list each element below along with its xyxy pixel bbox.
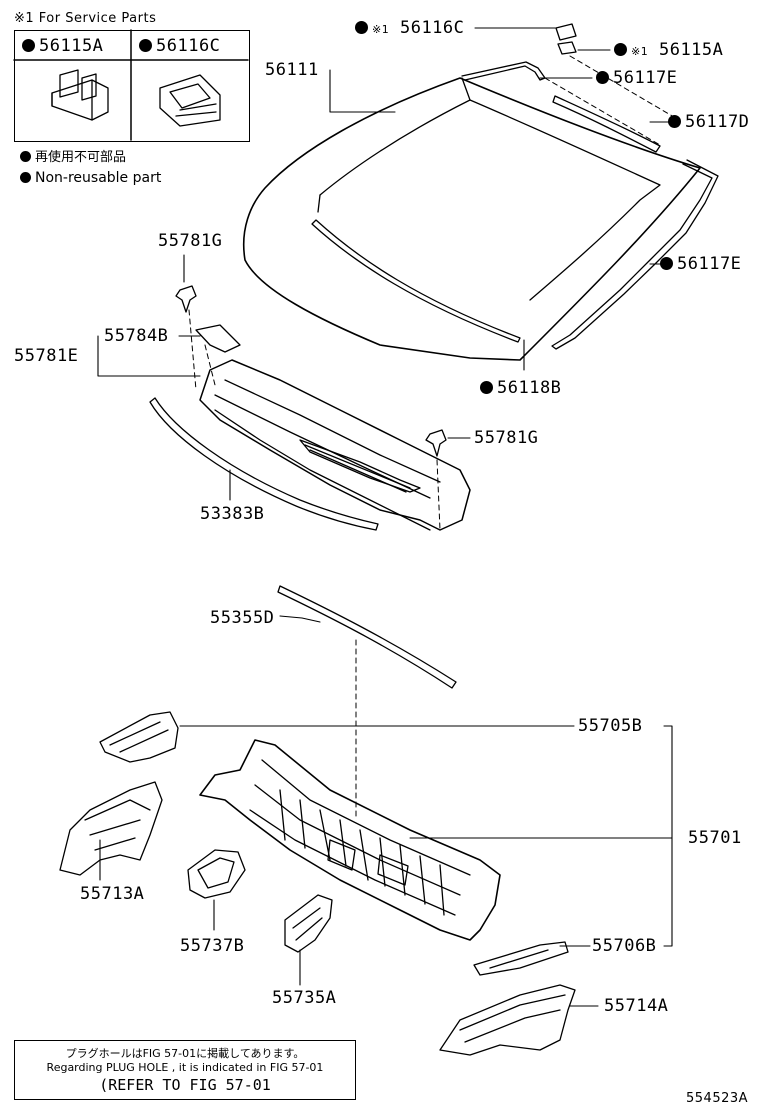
non-reusable-dot-icon	[20, 172, 31, 183]
label-55735a[interactable]: 55735A	[272, 988, 337, 1008]
windshield-glass-drawing	[242, 77, 701, 361]
inset-part-56115a: 56115A	[22, 38, 103, 55]
figure-code: 554523A	[686, 1091, 749, 1106]
reference-english: Regarding PLUG HOLE , it is indicated in…	[46, 1061, 324, 1074]
seal-55355d-drawing	[277, 585, 457, 689]
legend-japanese: 再使用不可部品	[20, 151, 126, 164]
dash-panel-55701-drawing	[199, 739, 501, 941]
label-55355d[interactable]: 55355D	[210, 608, 275, 628]
label-55714a[interactable]: 55714A	[604, 996, 669, 1016]
service-parts-inset	[14, 30, 250, 142]
panel-55737b-drawing	[187, 849, 246, 899]
non-reusable-dot-icon	[480, 381, 493, 394]
inset-part-56116c: 56116C	[139, 38, 220, 55]
label-55713a[interactable]: 55713A	[80, 884, 145, 904]
label-56118b[interactable]: 56118B	[480, 380, 561, 397]
clip-56115a-drawing	[51, 69, 109, 121]
reference-japanese: プラグホールはFIG 57-01に掲載してあります。	[65, 1047, 305, 1060]
non-reusable-dot-icon	[614, 43, 627, 56]
non-reusable-dot-icon	[355, 21, 368, 34]
non-reusable-dot-icon	[660, 257, 673, 270]
non-reusable-dot-icon	[668, 115, 681, 128]
seal-53383b-drawing	[149, 397, 379, 531]
label-55781e[interactable]: 55781E	[14, 346, 79, 366]
leader-lines	[97, 27, 681, 1007]
reference-box: プラグホールはFIG 57-01に掲載してあります。 Regarding PLU…	[14, 1040, 356, 1100]
bracket-55706b-drawing	[473, 941, 569, 976]
label-55781g-right[interactable]: 55781G	[474, 428, 539, 448]
label-56117e-top[interactable]: 56117E	[596, 70, 677, 87]
label-55701[interactable]: 55701	[688, 828, 742, 848]
service-parts-note: ※1 For Service Parts	[14, 11, 157, 26]
clip-56116c-small-drawing	[555, 23, 577, 55]
label-56117e-right[interactable]: 56117E	[660, 256, 741, 273]
reference-link[interactable]: (REFER TO FIG 57-01	[99, 1076, 271, 1094]
cowl-top-panel-drawing	[195, 324, 471, 531]
label-55737b[interactable]: 55737B	[180, 936, 245, 956]
bracket-55705b-drawing	[99, 711, 179, 763]
windshield-moldings-drawing	[311, 61, 719, 350]
label-56116c[interactable]: ※1 56116C	[355, 20, 464, 37]
label-55784b[interactable]: 55784B	[104, 326, 169, 346]
panel-55713a-drawing	[59, 781, 163, 876]
label-55706b[interactable]: 55706B	[592, 936, 657, 956]
panel-55735a-drawing	[284, 894, 333, 953]
non-reusable-dot-icon	[20, 151, 31, 162]
non-reusable-dot-icon	[596, 71, 609, 84]
clip-55781g-drawing	[175, 285, 447, 457]
label-56115a[interactable]: ※1 56115A	[614, 42, 723, 59]
guide-lines	[188, 55, 675, 821]
label-55781g-left[interactable]: 55781G	[158, 231, 223, 251]
label-53383b[interactable]: 53383B	[200, 504, 265, 524]
label-55705b[interactable]: 55705B	[578, 716, 643, 736]
clip-56116c-drawing	[159, 74, 221, 127]
label-56111[interactable]: 56111	[265, 60, 319, 80]
non-reusable-dot-icon	[22, 39, 35, 52]
label-56117d[interactable]: 56117D	[668, 114, 749, 131]
non-reusable-dot-icon	[139, 39, 152, 52]
panel-55714a-drawing	[439, 984, 576, 1056]
legend-english: Non-reusable part	[20, 171, 161, 185]
